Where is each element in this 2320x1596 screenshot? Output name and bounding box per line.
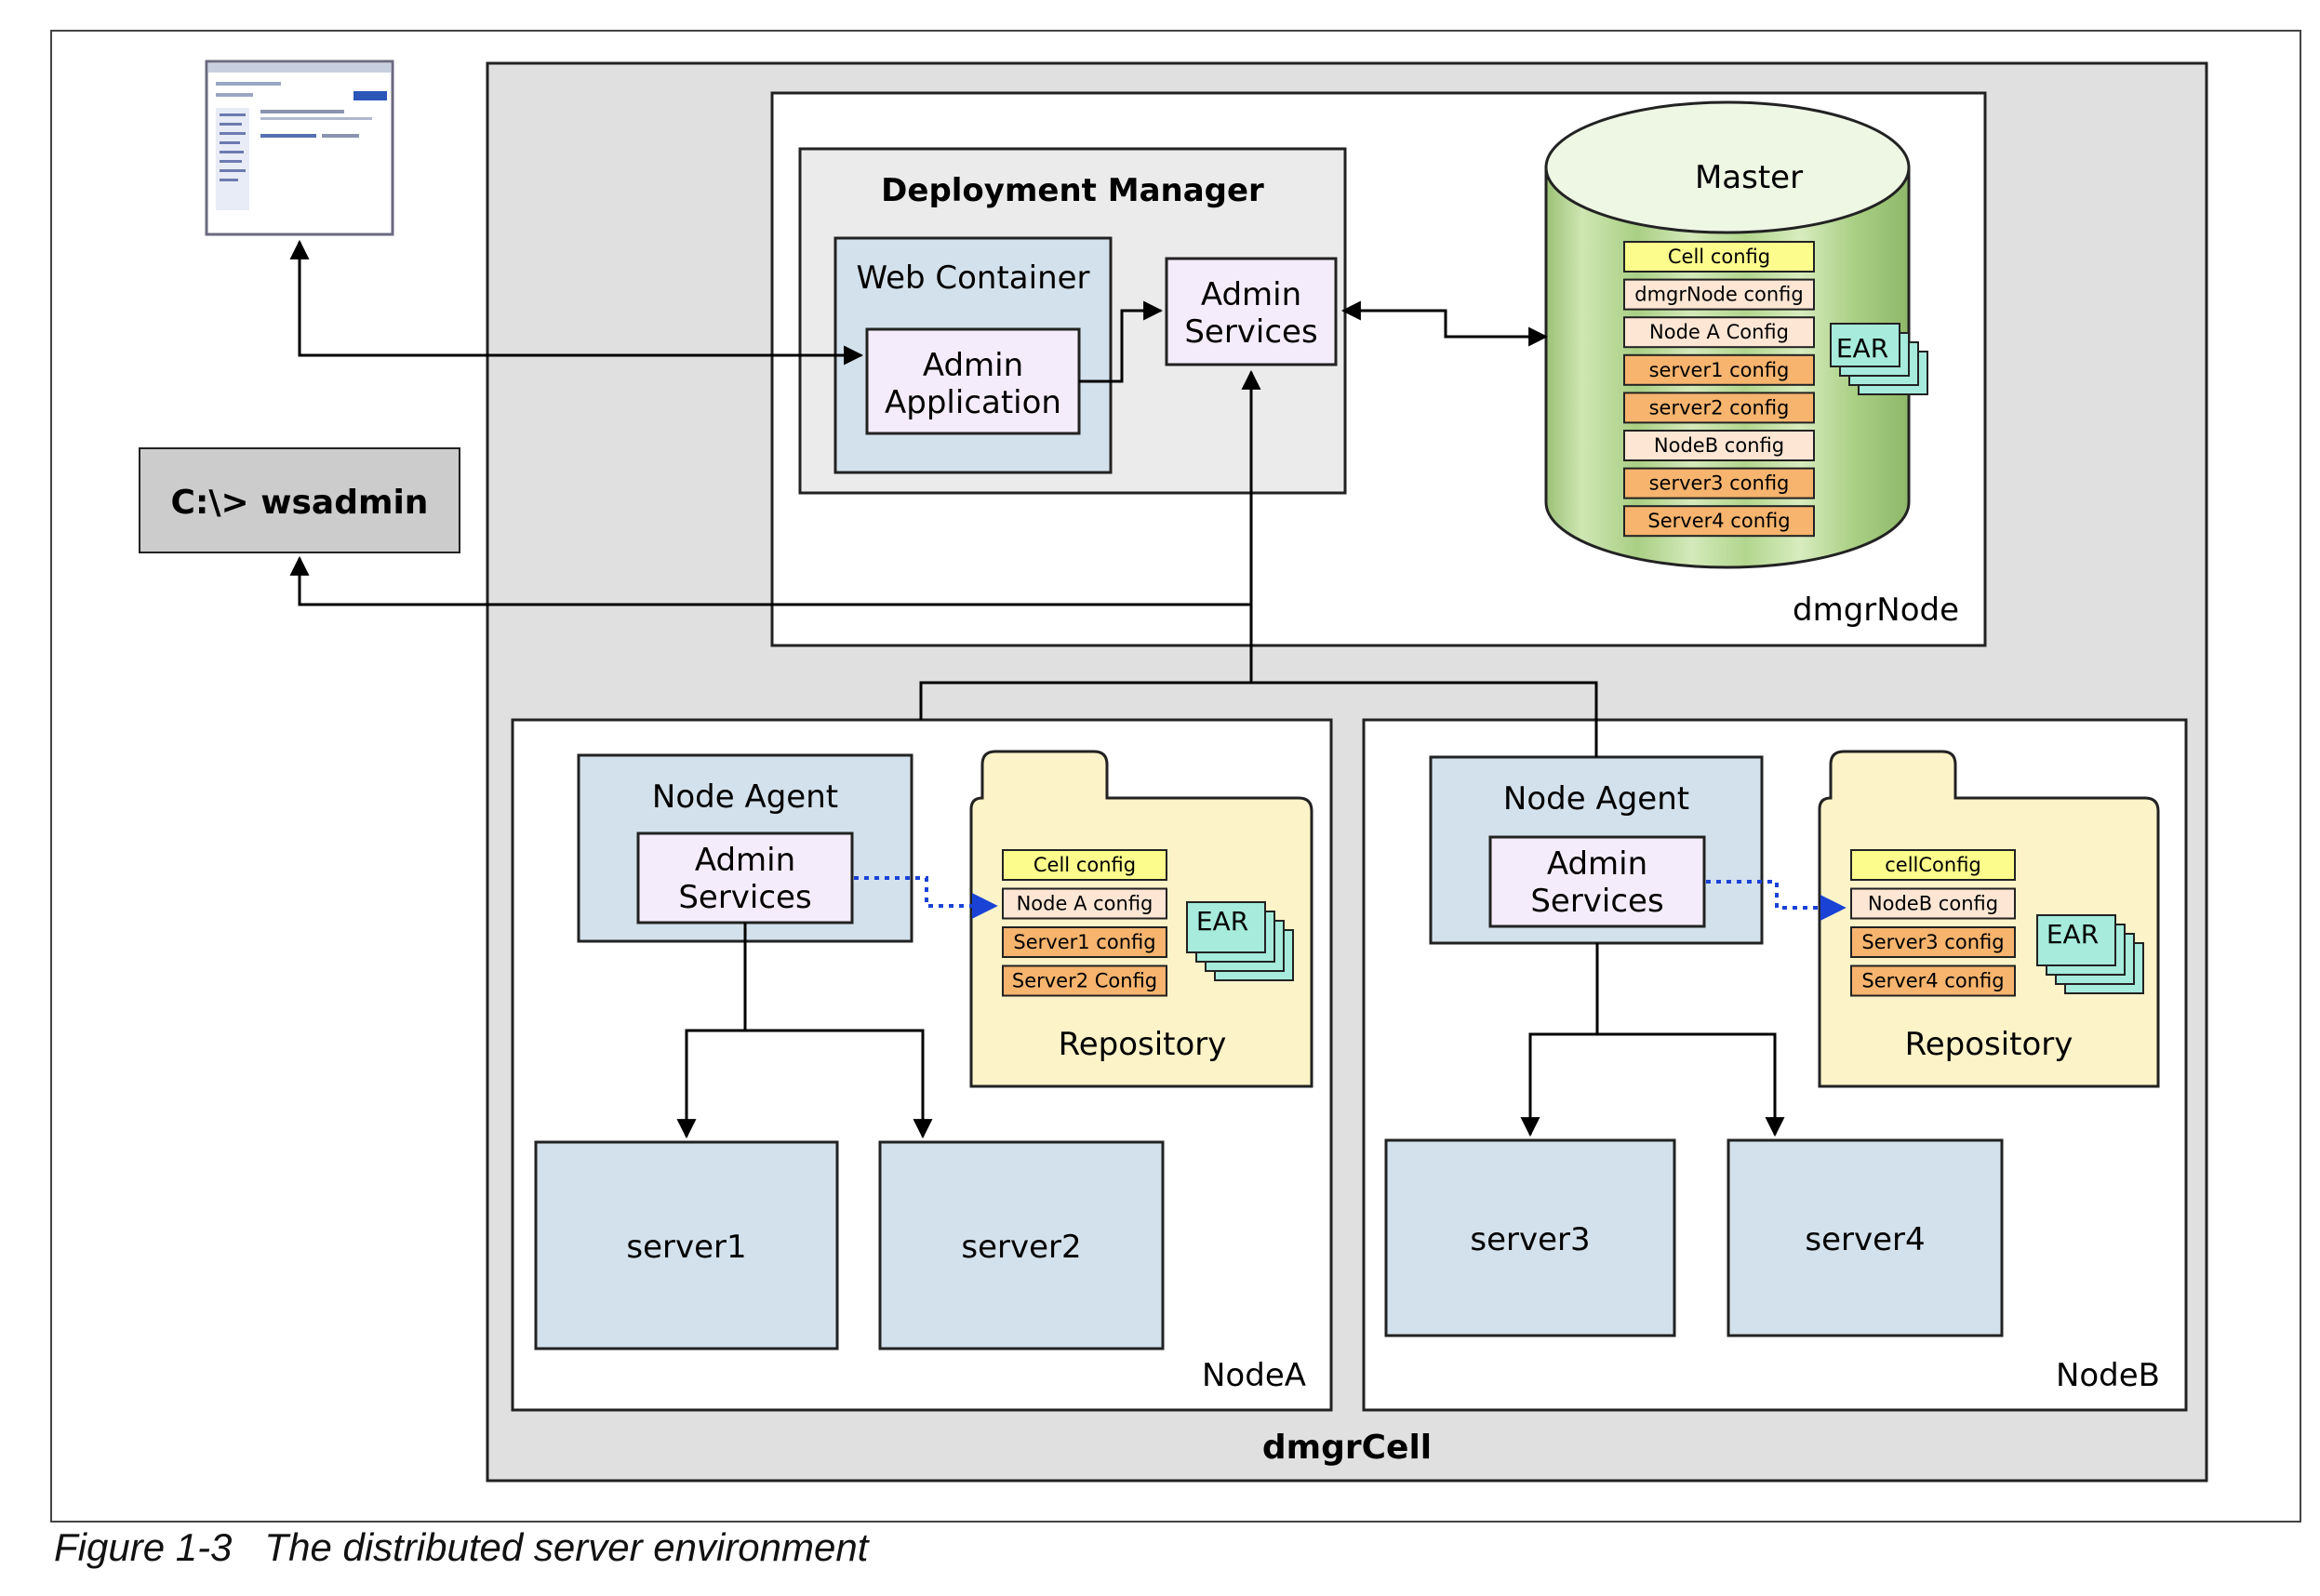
wsadmin-label: C:\> wsadmin xyxy=(171,484,429,522)
node-a-config-box xyxy=(1002,849,1167,881)
server3-box xyxy=(1384,1138,1676,1337)
node-b-admin-services-line2: Services xyxy=(1530,883,1663,920)
node-a-admin-services-line1: Admin xyxy=(695,842,795,879)
master-title: Master xyxy=(1695,159,1803,196)
server4-box xyxy=(1727,1138,2004,1337)
node-agent-bus xyxy=(919,681,1598,757)
node-a-ear-label: EAR xyxy=(1196,906,1248,937)
node-b-to-server3-arrow xyxy=(1520,1032,1597,1137)
server2-label: server2 xyxy=(961,1229,1081,1266)
node-b-config-label: cellConfig xyxy=(1885,854,1981,876)
node-a-config-box xyxy=(1002,926,1167,958)
master-config-label: server1 config xyxy=(1649,359,1790,381)
browser-to-admin-app-arrow xyxy=(289,239,864,366)
deployment-manager-title: Deployment Manager xyxy=(881,172,1264,209)
node-b-label: NodeB xyxy=(2056,1357,2160,1394)
cell-label: dmgrCell xyxy=(1262,1429,1432,1467)
node-a-admin-services-box xyxy=(636,831,854,924)
admin-application-line1: Admin xyxy=(923,347,1023,384)
master-config-box xyxy=(1623,505,1815,538)
node-b-config-box xyxy=(1850,849,2016,881)
connectors xyxy=(289,239,1785,1139)
node-b-ear-label: EAR xyxy=(2047,919,2099,950)
node-a-label: NodeA xyxy=(1202,1357,1306,1394)
dmgr-admin-services-line2: Services xyxy=(1184,313,1317,351)
dmgr-node-label: dmgrNode xyxy=(1793,592,1959,629)
node-b-repository-title: Repository xyxy=(1905,1026,2073,1063)
server1-box xyxy=(534,1140,839,1350)
node-b-config-box xyxy=(1850,964,2016,997)
node-b-admin-services-box xyxy=(1488,835,1706,928)
master-config-label: NodeB config xyxy=(1654,434,1784,457)
browser-screenshot-icon xyxy=(205,60,394,236)
node-a-config-label: Server2 Config xyxy=(1012,970,1157,992)
node-b-admin-services-line1: Admin xyxy=(1547,845,1647,883)
master-config-box xyxy=(1623,467,1815,499)
node-b-config-label: Server4 config xyxy=(1861,970,2004,992)
master-config-label: server2 config xyxy=(1649,396,1790,419)
node-a-config-label: Node A config xyxy=(1017,893,1153,915)
master-config-label: Node A Config xyxy=(1649,321,1789,343)
web-container-title: Web Container xyxy=(856,259,1089,297)
admin-application-line2: Application xyxy=(885,384,1061,421)
master-config-label: Cell config xyxy=(1668,246,1770,268)
server4-label: server4 xyxy=(1805,1221,1925,1258)
master-config-label: Server4 config xyxy=(1647,510,1790,532)
admin-app-to-admin-services-arrow xyxy=(1079,300,1164,383)
node-a-to-server2-arrow xyxy=(745,1029,933,1139)
node-a-to-server1-arrow xyxy=(676,1029,745,1139)
server2-box xyxy=(878,1140,1165,1350)
master-config-box xyxy=(1623,430,1815,461)
master-config-box xyxy=(1623,353,1815,386)
wsadmin-box xyxy=(139,447,460,553)
server1-label: server1 xyxy=(626,1229,746,1266)
node-a-repository-title: Repository xyxy=(1059,1026,1227,1063)
node-a-sync-arrow xyxy=(854,876,998,919)
admin-services-to-master-arrow xyxy=(1340,300,1549,347)
master-config-box xyxy=(1623,241,1815,273)
node-a-ear-icon: EAR xyxy=(1186,901,1294,981)
node-b-config-box xyxy=(1850,887,2016,920)
node-b-sync-arrow xyxy=(1706,880,1847,921)
node-a-config-label: Server1 config xyxy=(1013,931,1155,953)
node-a-config-box xyxy=(1002,964,1167,997)
dmgr-admin-services-box xyxy=(1165,257,1338,366)
dmgr-admin-services-line1: Admin xyxy=(1201,276,1301,313)
node-b-config-box xyxy=(1850,926,2016,958)
node-a-agent-title: Node Agent xyxy=(652,778,838,816)
master-config-label: server3 config xyxy=(1649,472,1790,495)
sync-connectors xyxy=(854,876,1847,921)
node-b-config-label: NodeB config xyxy=(1868,893,1998,915)
node-a-config-box xyxy=(1002,887,1167,920)
master-config-box xyxy=(1623,316,1815,349)
admin-application-box xyxy=(865,327,1081,435)
master-ear-icon: EAR xyxy=(1830,323,1928,395)
master-config-label: dmgrNode config xyxy=(1634,284,1804,306)
node-b-agent-title: Node Agent xyxy=(1503,780,1689,818)
node-b-ear-icon: EAR xyxy=(2036,914,2144,994)
master-config-box xyxy=(1623,392,1815,424)
master-ear-label: EAR xyxy=(1836,333,1888,364)
figure-caption: Figure 1-3 The distributed server enviro… xyxy=(54,1525,869,1569)
node-b-config-label: Server3 config xyxy=(1861,931,2004,953)
master-config-box xyxy=(1623,278,1815,311)
node-b-to-server4-arrow xyxy=(1597,1032,1785,1137)
server3-label: server3 xyxy=(1470,1221,1590,1258)
wsadmin-to-admin-services-arrow xyxy=(289,555,1251,606)
node-a-admin-services-line2: Services xyxy=(678,879,811,916)
node-a-config-label: Cell config xyxy=(1033,854,1136,876)
